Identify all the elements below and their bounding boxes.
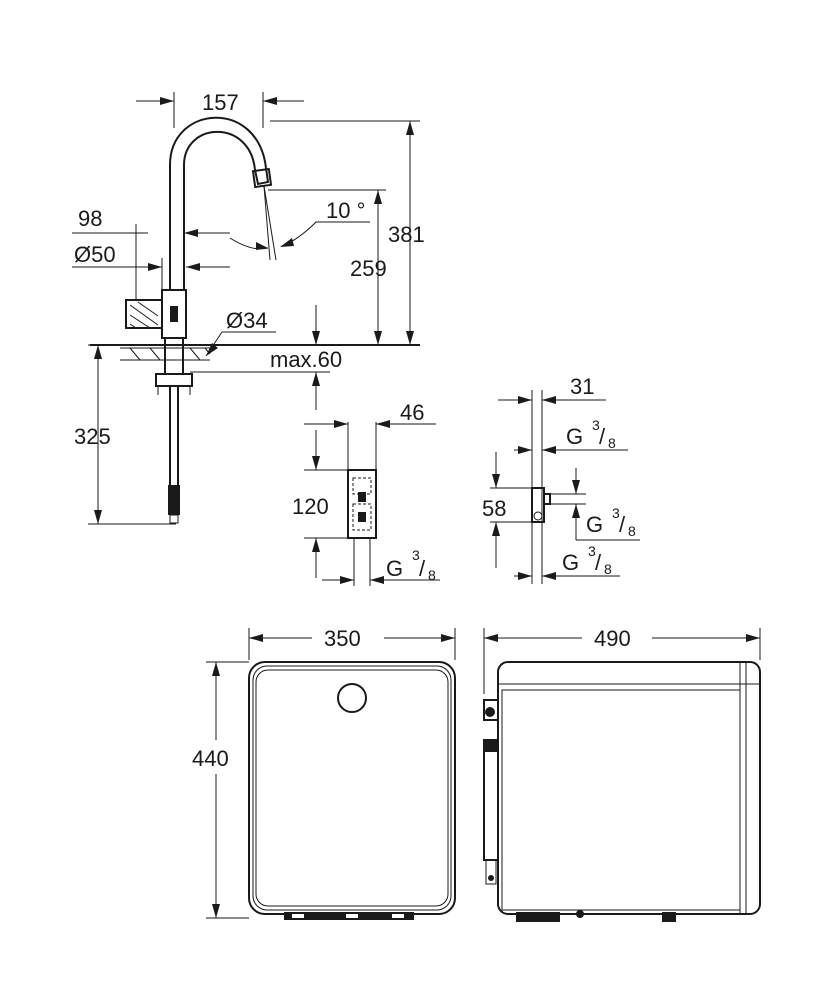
dim-440: 440 [192,746,229,771]
faucet-nut [155,373,193,387]
faucet-drawing: 157 381 259 10 ° 98 Ø50 [72,90,425,525]
chiller-side-canister [483,739,499,861]
thread-side-mid-denominator: 8 [628,523,636,539]
dim-diameter-34: Ø34 [226,308,268,333]
chiller-side-valve [483,699,499,721]
connector-side-port [543,493,551,505]
thread-side-top-letter: G [566,424,583,449]
faucet-handle [125,299,163,329]
dim-350: 350 [324,626,361,651]
thread-side-top-slash: / [599,424,606,449]
thread-side-mid-slash: / [619,512,626,537]
faucet-logo-mark [170,306,178,322]
dim-490: 490 [594,626,631,651]
dim-angle-10: 10 ° [326,198,365,223]
faucet-spout [169,116,270,290]
thread-side-mid-numerator: 3 [612,505,620,521]
thread-side-mid-letter: G [586,512,603,537]
thread-side-bottom-slash: / [595,550,602,575]
dim-157: 157 [202,90,239,115]
faucet-aerator [251,167,273,189]
chiller-side-foot-right [662,912,676,922]
chiller-side-outer [497,661,761,915]
handle-grip-pattern [129,301,159,329]
chiller-side-foot-left [516,912,560,922]
dim-325: 325 [74,424,111,449]
thread-front-numerator: 3 [412,547,420,563]
dim-31: 31 [570,374,594,399]
dim-120: 120 [292,494,329,519]
faucet-shank [164,337,184,375]
chiller-side-drawing: 490 [483,626,761,922]
connector-side-drawing: 31 58 G 3 / 8 G 3 / 8 G 3 [482,374,640,584]
hose-fitting [168,485,180,515]
connector-front-body [347,469,377,539]
dim-46: 46 [400,400,424,425]
chiller-front-outer [248,661,456,915]
dim-98: 98 [78,206,102,231]
dim-58: 58 [482,496,506,521]
connector-front-drawing: 46 120 G 3 / 8 [292,400,440,586]
dim-max-60: max.60 [270,347,342,372]
thread-side-top-numerator: 3 [592,417,600,433]
dim-diameter-50: Ø50 [74,242,116,267]
dim-259: 259 [350,256,387,281]
thread-front-denominator: 8 [428,567,436,583]
dim-381: 381 [388,222,425,247]
thread-side-bottom-denominator: 8 [604,561,612,577]
thread-side-bottom-letter: G [562,550,579,575]
chiller-front-port [337,683,367,713]
thread-side-top-denominator: 8 [608,435,616,451]
thread-side-bottom-numerator: 3 [588,543,596,559]
chiller-front-drawing: 350 440 [192,626,456,920]
thread-front-slash: / [419,556,426,581]
thread-front-letter: G [386,556,403,581]
faucet-hose [169,385,179,493]
